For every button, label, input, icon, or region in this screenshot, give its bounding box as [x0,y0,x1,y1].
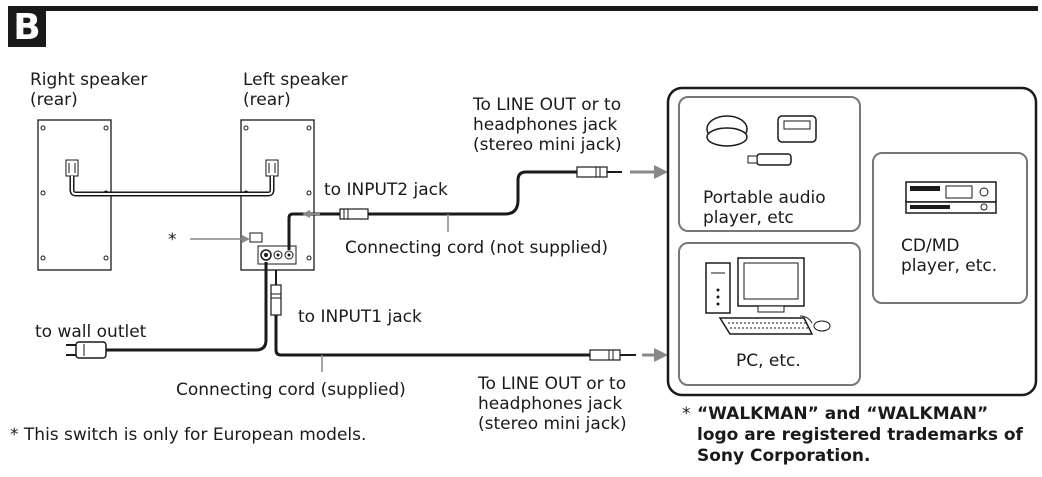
line-out-top-label-line1: To LINE OUT or to [473,95,622,115]
right-speaker-label-line1: Right speaker [30,70,148,90]
left-speaker-label-line2: (rear) [243,90,291,110]
cord-supplied-label: Connecting cord (supplied) [176,380,406,400]
line-out-bottom-label-line2: headphones jack [478,394,623,414]
trademark-line3: Sony Corporation. [697,446,871,466]
cord-not-supplied-label: Connecting cord (not supplied) [345,238,609,258]
section-badge: B [8,9,46,47]
portable-player-icons [706,115,817,166]
power-plug-icon [66,341,113,359]
line-out-bottom-label-line3: (stereo mini jack) [478,414,627,434]
left-speaker-label-line1: Left speaker [243,70,348,90]
input1-label: to INPUT1 jack [298,307,422,327]
top-rule [8,6,1038,11]
switch-asterisk: * [168,230,177,250]
input2-cord [287,170,580,250]
portable-player-label-line1: Portable audio [703,188,826,208]
cd-md-label-line1: CD/MD [901,236,960,256]
input2-label: to INPUT2 jack [324,180,448,200]
switch-footnote: * This switch is only for European model… [10,425,367,445]
power-cord [112,262,268,352]
cd-md-label-line2: player, etc. [901,256,998,276]
trademark-line2: logo are registered trademarks of [697,425,1023,445]
cd-md-box [872,152,1028,304]
line-out-top-label-line3: (stereo mini jack) [473,135,622,155]
input1-cord [274,300,592,357]
right-speaker-label-line2: (rear) [30,90,78,110]
trademark-line1: “WALKMAN” and “WALKMAN” [697,404,989,424]
wall-outlet-label: to wall outlet [35,322,147,342]
cd-md-player-icon [905,181,997,214]
pc-label: PC, etc. [736,351,801,371]
pc-icon [705,257,831,335]
line-out-bottom-label-line1: To LINE OUT or to [478,374,627,394]
trademark-asterisk: * [682,404,691,424]
portable-player-label-line2: player, etc [703,208,794,228]
line-out-top-label-line2: headphones jack [473,115,618,135]
